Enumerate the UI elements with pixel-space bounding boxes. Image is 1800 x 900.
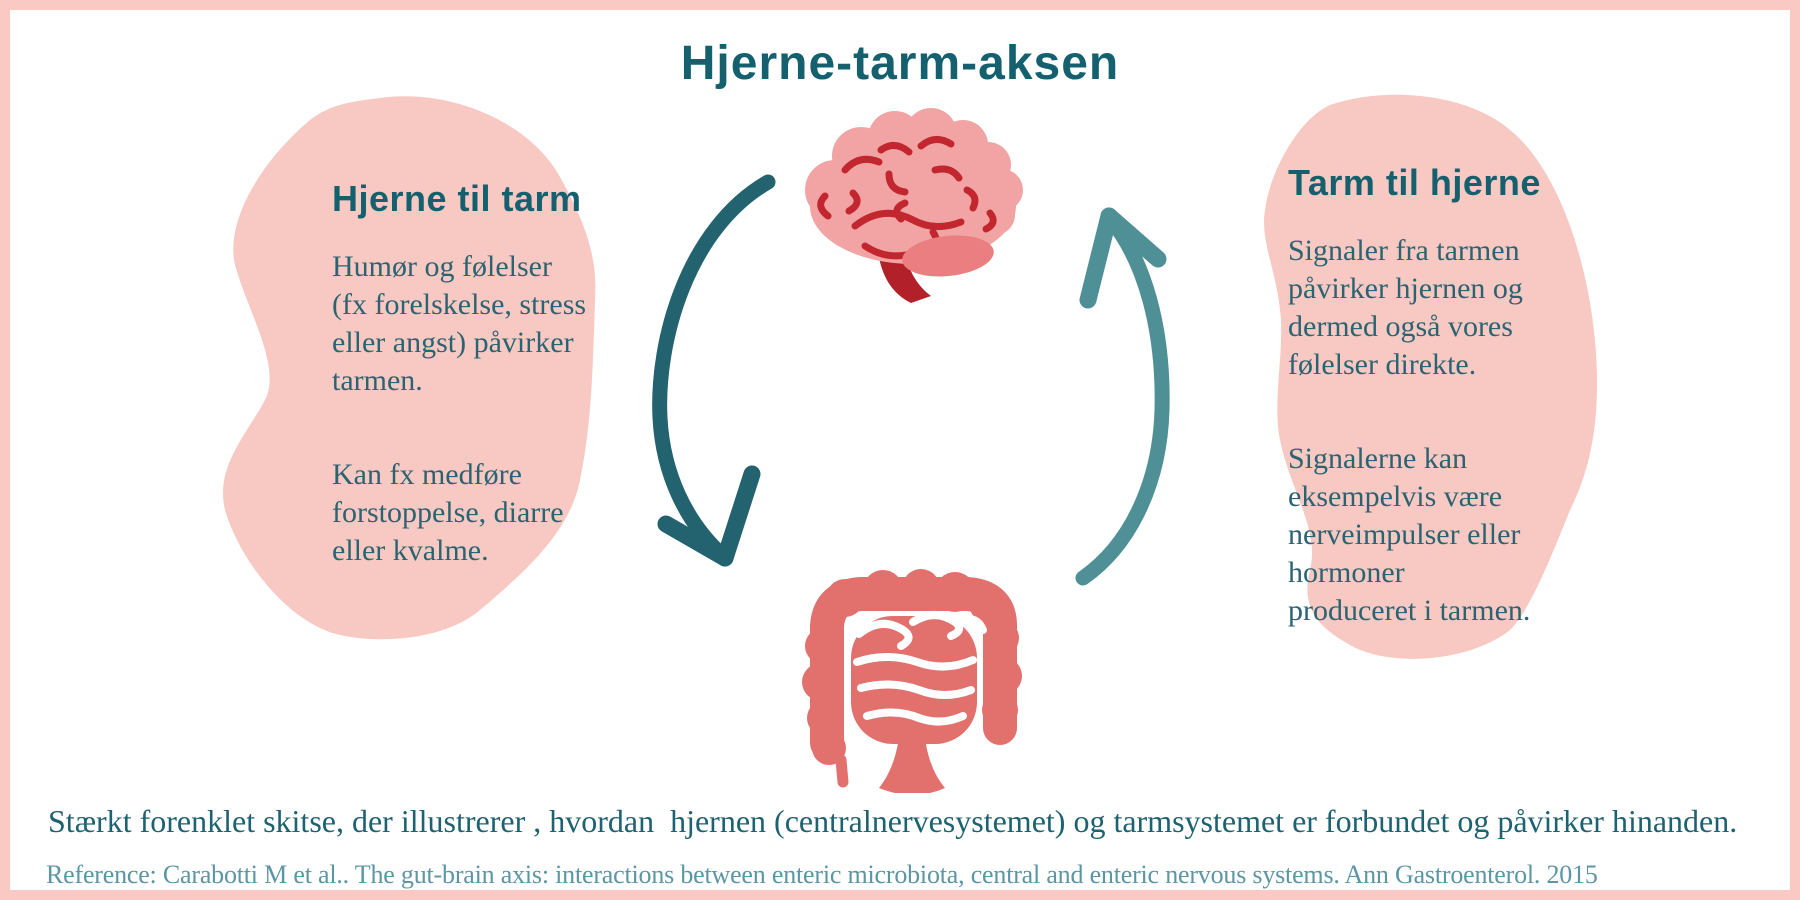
text-line: Kan fx medføre [332,458,522,491]
right-panel: Tarm til hjerne Signaler fra tarmen påvi… [1288,162,1588,630]
text-line: nerveimpulser eller [1288,518,1521,551]
left-panel-paragraph-1: Humør og følelser (fx forelskelse, stres… [332,248,632,400]
text-line: Signaler fra tarmen [1288,234,1520,267]
text-line: eksempelvis være [1288,480,1503,513]
right-panel-paragraph-1: Signaler fra tarmen påvirker hjernen og … [1288,232,1588,384]
reference-text: Reference: Carabotti M et al.. The gut-b… [46,860,1598,889]
left-panel: Hjerne til tarm Humør og følelser (fx fo… [332,178,632,570]
text-line: forstoppelse, diarre [332,496,564,529]
arrow-brain-to-gut [652,174,776,567]
right-panel-heading: Tarm til hjerne [1288,162,1541,203]
text-line: eller kvalme. [332,534,489,567]
text-line: hormoner [1288,556,1405,589]
text-line: Humør og følelser [332,250,552,283]
left-panel-heading: Hjerne til tarm [332,178,582,219]
arrow-gut-to-brain [1075,207,1170,586]
text-line: (fx forelskelse, stress [332,288,587,321]
text-line: tarmen. [332,364,423,397]
intestine-illustration [802,569,1022,793]
right-panel-paragraph-2: Signalerne kan eksempelvis være nerveimp… [1288,440,1588,630]
text-line: Signalerne kan [1288,442,1468,475]
page-title: Hjerne-tarm-aksen [680,37,1120,90]
caption: Stærkt forenklet skitse, der illustrerer… [48,803,1738,839]
left-panel-paragraph-2: Kan fx medføre forstoppelse, diarre elle… [332,456,632,570]
text-line: eller angst) påvirker [332,326,574,359]
text-line: produceret i tarmen. [1288,594,1531,627]
text-line: påvirker hjernen og [1288,272,1523,305]
text-line: følelser direkte. [1288,348,1477,381]
brain-illustration [805,108,1023,303]
text-line: dermed også vores [1288,310,1513,343]
